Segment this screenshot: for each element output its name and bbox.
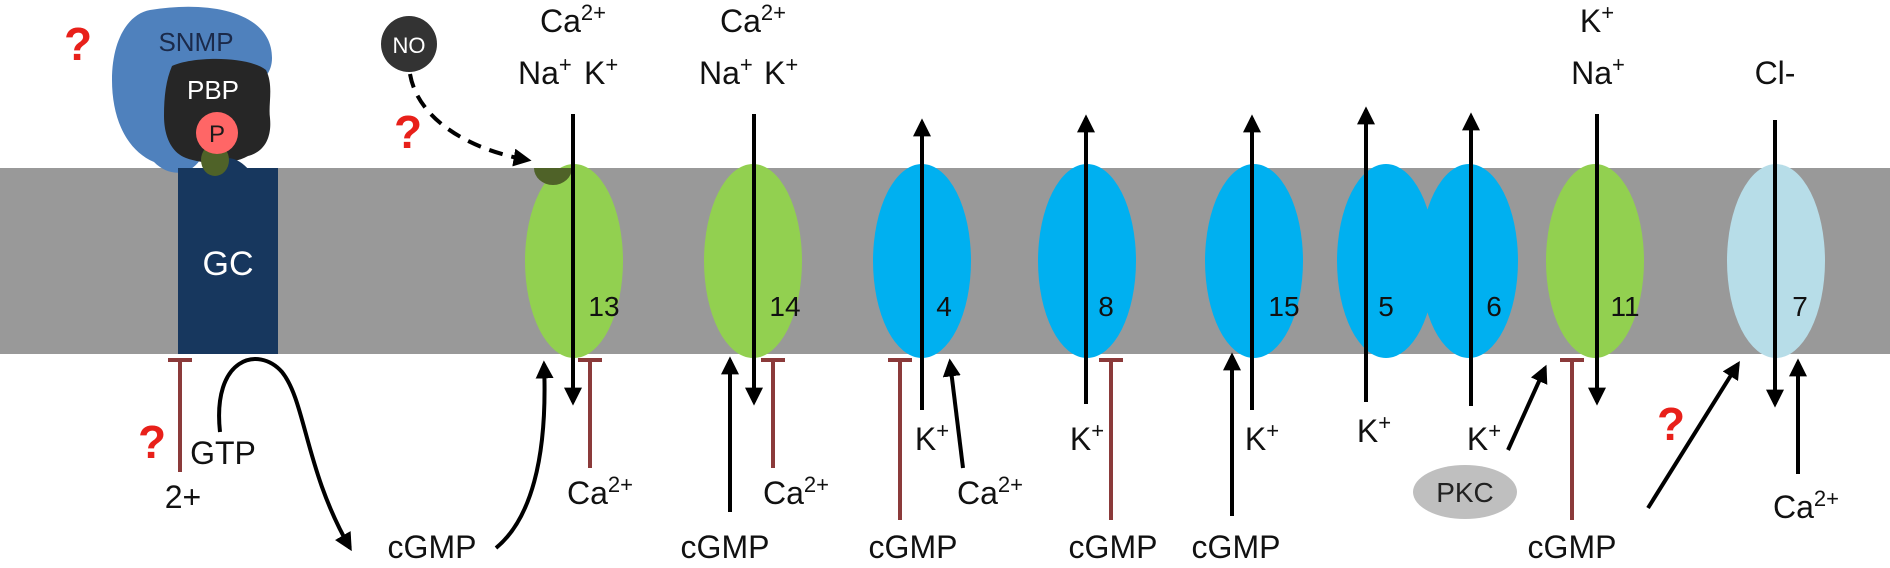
phosphate-group [196, 112, 238, 154]
ch15-k-label: K+ [1245, 418, 1279, 457]
gc-ca-question-mark: ? [138, 416, 166, 468]
no-label: NO [393, 33, 426, 58]
ch13-top-k: K+ [584, 52, 618, 91]
pkc-to-ch6-arrow [1506, 364, 1548, 451]
ch14-top-na: Na+ [699, 52, 753, 91]
ch13-top-ca: Ca2+ [540, 0, 606, 39]
channel-number-15: 15 [1268, 291, 1299, 322]
no-dashed-arrow [408, 73, 532, 167]
ch11-cgmp-label: cGMP [1528, 529, 1617, 565]
snmp-label: SNMP [158, 27, 233, 57]
guanylyl-cyclase-body [178, 168, 278, 354]
ch5-k-label: K+ [1357, 410, 1391, 449]
channel-number-4: 4 [936, 291, 952, 322]
pkc-enzyme [1413, 465, 1517, 519]
ch13-top-na: Na+ [518, 52, 572, 91]
no-binding-site [534, 168, 572, 185]
channel-number-14: 14 [769, 291, 800, 322]
ch4-ca-label: Ca2+ [957, 472, 1023, 511]
ch13-ca-label: Ca2+ [567, 472, 633, 511]
ch8-k-label: K+ [1070, 418, 1104, 457]
pkc-group: PKC [1413, 465, 1517, 519]
gc-label: GC [203, 245, 254, 283]
channel-number-7: 7 [1792, 291, 1808, 322]
ch14-cgmp-label: cGMP [681, 529, 770, 565]
ch13-cgmp-label: cGMP [388, 529, 477, 565]
ch15-cgmp-label: cGMP [1192, 529, 1281, 565]
channel-number-13: 13 [588, 291, 619, 322]
ch6-k-label: K+ [1467, 418, 1501, 457]
ch11-top-na: Na+ [1571, 52, 1625, 91]
ch14-top-k: K+ [764, 52, 798, 91]
gtp-label: GTP [190, 435, 256, 471]
ch8-cgmp-label: cGMP [1069, 529, 1158, 565]
ch14-ca-label: Ca2+ [763, 472, 829, 511]
phosphate-label: P [209, 121, 225, 148]
cgmp-to-ch7-arrow [1646, 360, 1740, 510]
pbp-protein [164, 58, 271, 163]
channel-number-8: 8 [1098, 291, 1114, 322]
ch14-top-ca: Ca2+ [720, 0, 786, 39]
cl-channel-question-mark: ? [1657, 398, 1685, 450]
no-molecule-group: NO ? [381, 16, 532, 167]
ca-to-ch4-arrow [942, 358, 965, 469]
receptor-question-mark: ? [64, 18, 92, 70]
no-question-mark: ? [394, 106, 422, 158]
ch7-ca-label: Ca2+ [1773, 486, 1839, 525]
channel-number-5: 5 [1378, 291, 1394, 322]
no-molecule [381, 16, 437, 72]
lines-layer [168, 106, 1807, 552]
gc-ca-label: 2+ [165, 479, 201, 515]
gtp-to-cgmp-arrow [217, 357, 352, 552]
pbp-label: PBP [187, 75, 239, 105]
pkc-label: PKC [1436, 477, 1494, 508]
cgmp-to-ch13-arrow [494, 360, 554, 550]
ion-channel-5 [1337, 164, 1435, 358]
ch4-k-label: K+ [915, 418, 949, 457]
receptor-complex: SNMP PBP P GC ? ? [64, 6, 278, 468]
channel-number-11: 11 [1610, 291, 1639, 322]
channel-number-6: 6 [1486, 291, 1502, 322]
ch7-top-cl: Cl- [1755, 55, 1796, 91]
ch4-cgmp-label: cGMP [869, 529, 958, 565]
ch11-top-k: K+ [1580, 0, 1614, 39]
